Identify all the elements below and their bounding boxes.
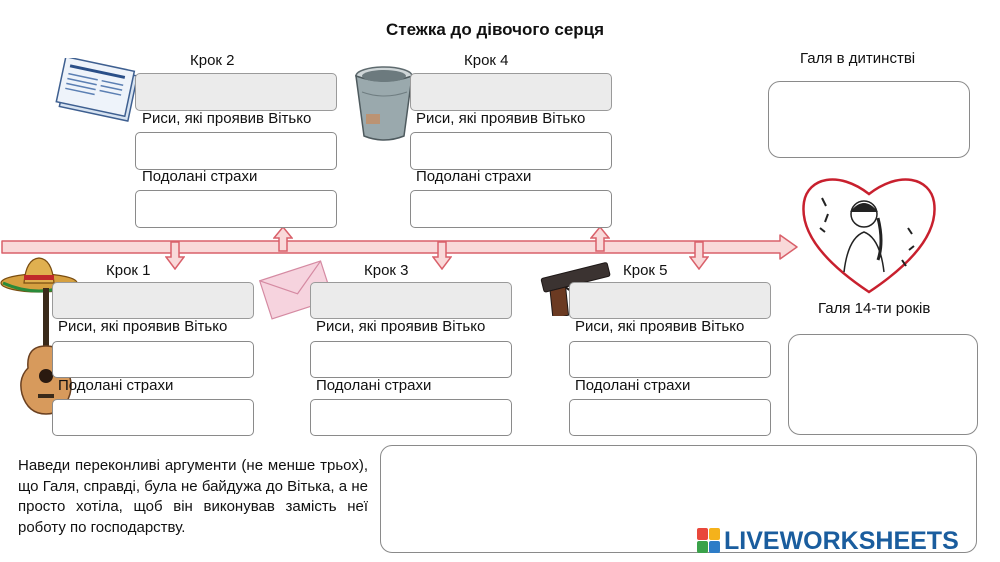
bucket-icon	[355, 66, 413, 141]
galya-14-field[interactable]	[788, 334, 978, 435]
task-text: Наведи переконливі аргументи (не менше т…	[18, 457, 368, 536]
galya-childhood-label: Галя в дитинстві	[800, 50, 916, 67]
task-answer-field[interactable]	[380, 445, 977, 553]
step-5-fears-label: Подолані страхи	[575, 377, 691, 394]
galya-childhood-field[interactable]	[768, 81, 970, 158]
step-1-label: Крок 1	[106, 262, 151, 279]
step-2-traits-label: Риси, які проявив Вітько	[142, 110, 312, 127]
liveworksheets-logo: LIVEWORKSHEETS	[697, 526, 959, 556]
down-arrow-3	[432, 241, 452, 270]
step-4-fears-field[interactable]	[410, 190, 612, 228]
galya-14-label: Галя 14-ти років	[818, 300, 931, 317]
step-2-traits-field[interactable]	[135, 132, 337, 170]
up-arrow-4	[590, 226, 610, 252]
heart-portrait-icon	[802, 178, 936, 294]
step-2-answer-field[interactable]	[135, 73, 337, 111]
step-2-fears-field[interactable]	[135, 190, 337, 228]
step-5-answer-field[interactable]	[569, 282, 771, 319]
step-4-fears-label: Подолані страхи	[416, 168, 532, 185]
step-2-fears-label: Подолані страхи	[142, 168, 258, 185]
newspaper-icon	[55, 58, 139, 122]
step-3-traits-label: Риси, які проявив Вітько	[316, 318, 486, 335]
up-arrow-2	[273, 226, 293, 252]
step-5-traits-field[interactable]	[569, 341, 771, 378]
step-4-answer-field[interactable]	[410, 73, 612, 111]
step-1-answer-field[interactable]	[52, 282, 254, 319]
step-1-fears-label: Подолані страхи	[58, 377, 174, 394]
step-3-fears-field[interactable]	[310, 399, 512, 436]
step-1-traits-field[interactable]	[52, 341, 254, 378]
step-5-label: Крок 5	[623, 262, 668, 279]
step-2-label: Крок 2	[190, 52, 235, 69]
page-title: Стежка до дівочого серця	[385, 20, 605, 39]
step-3-traits-field[interactable]	[310, 341, 512, 378]
logo-badge-icon	[697, 528, 721, 554]
sombrero-icon	[0, 257, 78, 293]
step-1-fears-field[interactable]	[52, 399, 254, 436]
step-4-traits-label: Риси, які проявив Вітько	[416, 110, 586, 127]
step-4-traits-field[interactable]	[410, 132, 612, 170]
step-4-label: Крок 4	[464, 52, 509, 69]
step-3-fears-label: Подолані страхи	[316, 377, 432, 394]
down-arrow-5	[689, 241, 709, 270]
step-1-traits-label: Риси, які проявив Вітько	[58, 318, 228, 335]
step-3-answer-field[interactable]	[310, 282, 512, 319]
step-5-fears-field[interactable]	[569, 399, 771, 436]
step-5-traits-label: Риси, які проявив Вітько	[575, 318, 745, 335]
step-3-label: Крок 3	[364, 262, 409, 279]
down-arrow-1	[165, 241, 185, 270]
logo-text: LIVEWORKSHEETS	[724, 526, 959, 555]
timeline-arrow	[1, 234, 798, 260]
